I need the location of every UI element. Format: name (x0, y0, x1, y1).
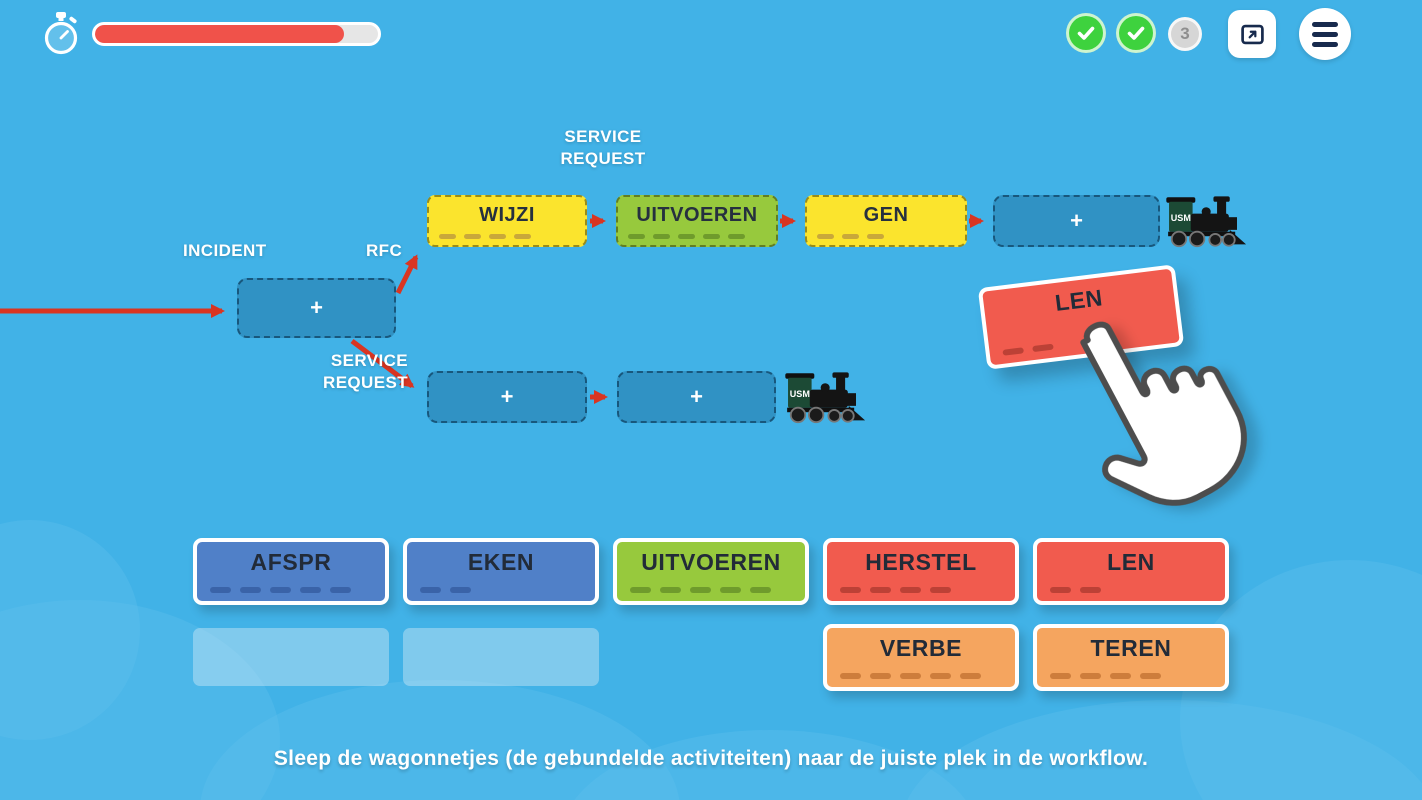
hand-cursor-icon (1080, 321, 1247, 506)
activity-dashes (630, 587, 771, 593)
activity-dashes (420, 587, 471, 593)
plus-icon: + (690, 384, 703, 409)
fullscreen-icon (1240, 24, 1264, 44)
train-locomotive-icon: USM (1166, 196, 1247, 248)
tray-card-afspr[interactable]: AFSPR (193, 538, 389, 605)
plus-icon: + (1070, 208, 1083, 233)
card-label: EKEN (467, 549, 535, 575)
card-label: UITVOEREN (636, 203, 758, 226)
service-request-top-label: SERVICE REQUEST (560, 127, 646, 169)
train-locomotive-icon: USM (785, 372, 866, 424)
attempts-badge: 3 (1168, 17, 1202, 51)
train-label: USM (790, 389, 810, 399)
rfc-label: RFC (366, 241, 403, 260)
tray-card-verbe[interactable]: VERBE (823, 624, 1019, 691)
card-label: HERSTEL (865, 549, 977, 575)
timer-progress-bar (92, 22, 381, 46)
activity-dashes (1050, 587, 1101, 593)
activity-dashes (1050, 673, 1161, 679)
card-label: VERBE (879, 635, 963, 661)
tray-card-len[interactable]: LEN (1033, 538, 1229, 605)
workflow-slot-incident[interactable]: + (237, 278, 396, 338)
tray-card-herstel[interactable]: HERSTEL (823, 538, 1019, 605)
tray-card-teren[interactable]: TEREN (1033, 624, 1229, 691)
incident-label: INCIDENT (183, 241, 267, 260)
card-label: GEN (863, 203, 909, 226)
workflow-slot-row1-end[interactable]: + (993, 195, 1160, 247)
tray-empty-slot (193, 628, 389, 686)
workflow-card-gen[interactable]: GEN (805, 195, 967, 247)
activity-dashes (210, 587, 351, 593)
tray-empty-slot (403, 628, 599, 686)
check-icon (1077, 26, 1095, 40)
activity-dashes (840, 587, 951, 593)
timer-progress-fill (95, 25, 345, 43)
train-label: USM (1171, 213, 1191, 223)
check-badge (1066, 13, 1106, 53)
card-label: WIJZI (479, 203, 535, 226)
activity-dashes (628, 234, 745, 239)
service-request-branch-label: SERVICE REQUEST (323, 351, 408, 393)
card-label: LEN (1107, 549, 1155, 575)
workflow-slot-row2-2[interactable]: + (617, 371, 776, 423)
check-badge (1116, 13, 1156, 53)
workflow-card-uitvoeren[interactable]: UITVOEREN (616, 195, 778, 247)
tray-card-eken[interactable]: EKEN (403, 538, 599, 605)
activity-dashes (439, 234, 531, 239)
card-label: AFSPR (250, 549, 332, 575)
workflow-slot-row2-1[interactable]: + (427, 371, 587, 423)
attempts-count: 3 (1180, 24, 1190, 43)
plus-icon: + (500, 384, 514, 409)
tray-card-uitvoeren[interactable]: UITVOEREN (613, 538, 809, 605)
activity-dashes (840, 673, 981, 679)
hamburger-icon (1312, 21, 1338, 47)
menu-button[interactable] (1299, 8, 1351, 60)
instruction-text: Sleep de wagonnetjes (de gebundelde acti… (273, 747, 1149, 770)
stopwatch-icon (44, 12, 78, 55)
card-label: TEREN (1090, 635, 1172, 661)
check-icon (1127, 26, 1145, 40)
plus-icon: + (310, 295, 323, 320)
fullscreen-button[interactable] (1228, 10, 1276, 58)
workflow-card-wijzi[interactable]: WIJZI (427, 195, 587, 247)
activity-dashes (817, 234, 884, 239)
card-label: UITVOEREN (641, 549, 781, 575)
